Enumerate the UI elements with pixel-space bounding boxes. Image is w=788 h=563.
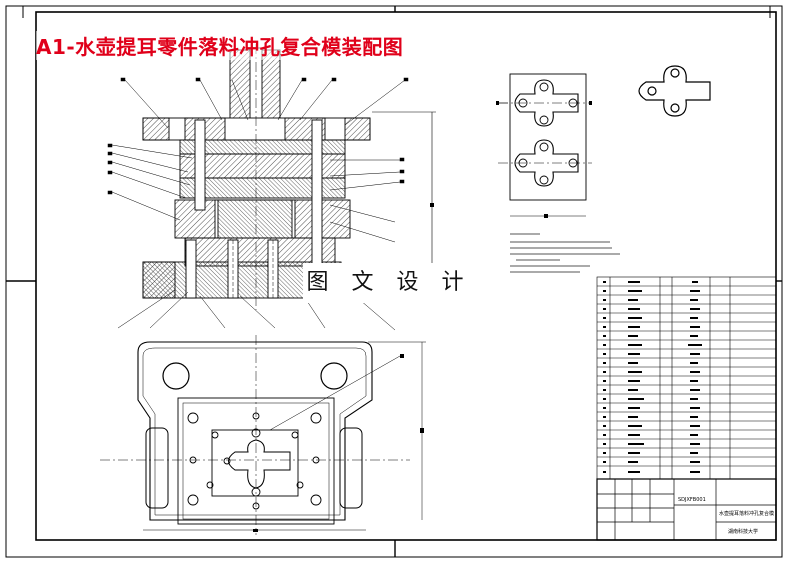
section-view xyxy=(142,44,436,310)
part-leaders xyxy=(107,77,409,331)
title-block xyxy=(596,478,777,541)
strip-layout xyxy=(498,73,592,217)
strip-markers xyxy=(496,101,592,218)
watermark-label: 图 文 设 计 xyxy=(303,263,475,303)
sheet-border xyxy=(5,5,783,558)
parts-list-table xyxy=(596,276,777,480)
plan-view xyxy=(100,335,426,535)
drawing-number: SDJXFB001 xyxy=(678,497,706,503)
design-name: 水壶提耳落料冲孔复合模 xyxy=(719,511,775,517)
plan-view-markers xyxy=(253,203,434,532)
parts-list-entries xyxy=(603,281,702,473)
part-drawing xyxy=(638,65,711,117)
drawing-title: A1-水壶提耳零件落料冲孔复合模装配图 xyxy=(36,31,404,60)
technical-notes xyxy=(510,233,620,273)
school-name: 湖南科技大学 xyxy=(728,529,759,535)
